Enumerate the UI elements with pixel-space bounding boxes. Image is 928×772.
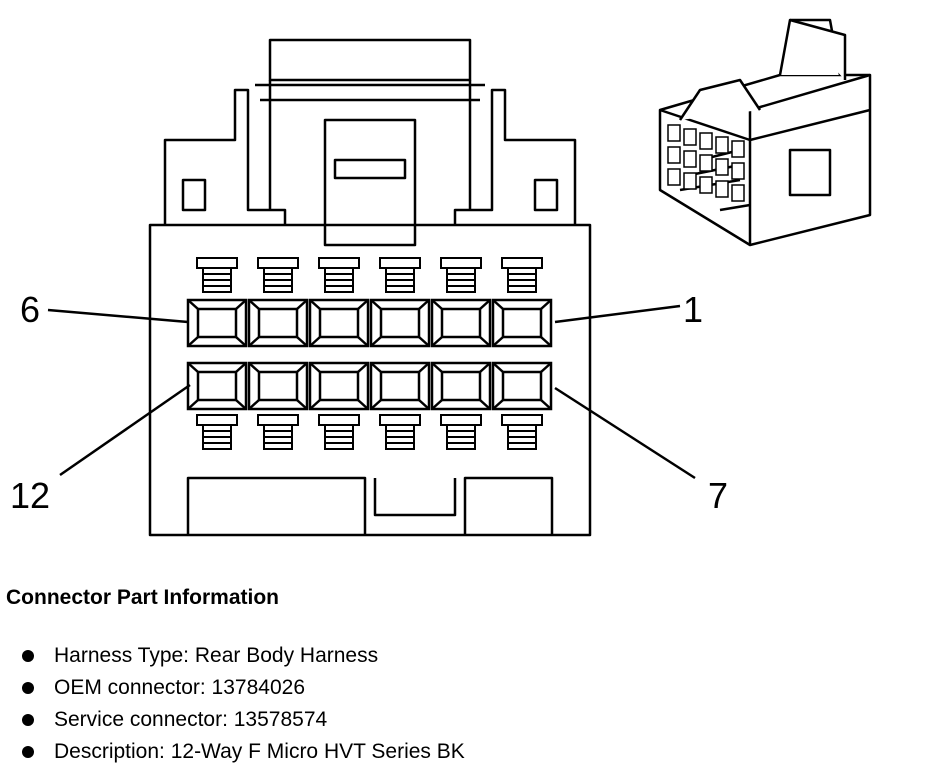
connector-left-shoulder: [163, 88, 287, 225]
mini-cavity: [683, 128, 697, 146]
terminal-12: [196, 414, 238, 450]
terminal-1: [501, 257, 543, 293]
terminal-4: [318, 257, 360, 293]
cavity-10: [308, 361, 370, 411]
mini-cavity: [699, 132, 713, 150]
pin-label-12: 12: [10, 475, 50, 516]
mini-cavity: [699, 176, 713, 194]
leader-line-pin-6: [47, 308, 189, 324]
cavity-8: [430, 361, 492, 411]
cavity-3: [369, 298, 431, 348]
cavity-6: [186, 298, 248, 348]
connector-diagram: 6 1 12 7: [10, 18, 872, 537]
bullet-icon: [22, 746, 34, 758]
mini-cavity: [667, 124, 681, 142]
mini-cavity: [715, 158, 729, 176]
mini-cavity: [715, 180, 729, 198]
mini-cavity: [683, 172, 697, 190]
cavity-12: [186, 361, 248, 411]
terminal-5: [257, 257, 299, 293]
mini-cavity: [731, 162, 745, 180]
cavity-9: [369, 361, 431, 411]
terminal-10: [318, 414, 360, 450]
leader-line-pin-12: [59, 383, 191, 477]
pin-label-1: 1: [683, 289, 703, 330]
info-item-description: Description: 12-Way F Micro HVT Series B…: [20, 736, 465, 768]
pin-label-7: 7: [708, 475, 728, 516]
terminal-9: [379, 414, 421, 450]
bottom-right-notch: [463, 476, 554, 535]
mini-cavity: [699, 154, 713, 172]
leader-line-pin-1: [554, 304, 681, 324]
bottom-left-notch: [186, 476, 367, 535]
bullet-icon: [22, 682, 34, 694]
right-side-clip: [533, 178, 559, 212]
terminal-2: [440, 257, 482, 293]
cavity-1: [491, 298, 553, 348]
connector-part-info-heading: Connector Part Information: [6, 586, 280, 609]
terminal-6: [196, 257, 238, 293]
connector-lock-tab: [268, 38, 472, 82]
connector-3d-view: [658, 18, 872, 247]
info-item-service-connector: Service connector: 13578574: [20, 704, 465, 736]
info-item-oem-connector: OEM connector: 13784026: [20, 672, 465, 704]
terminal-7: [501, 414, 543, 450]
mini-cavity: [731, 140, 745, 158]
terminal-3: [379, 257, 421, 293]
connector-right-shoulder: [453, 88, 577, 225]
terminal-11: [257, 414, 299, 450]
bullet-icon: [22, 714, 34, 726]
cavity-7: [491, 361, 553, 411]
pin-label-6: 6: [20, 289, 40, 330]
cavity-11: [247, 361, 309, 411]
terminal-8: [440, 414, 482, 450]
cavity-4: [308, 298, 370, 348]
mini-cavity: [715, 136, 729, 154]
mini-cavity: [667, 146, 681, 164]
mini-cavity: [683, 150, 697, 168]
connector-info-list: Harness Type: Rear Body Harness OEM conn…: [20, 640, 465, 768]
bullet-icon: [22, 650, 34, 662]
cavity-5: [247, 298, 309, 348]
leader-line-pin-7: [554, 386, 696, 480]
mini-cavity: [731, 184, 745, 202]
info-item-harness-type: Harness Type: Rear Body Harness: [20, 640, 465, 672]
mini-cavity: [667, 168, 681, 186]
cavity-2: [430, 298, 492, 348]
left-side-clip: [181, 178, 207, 212]
